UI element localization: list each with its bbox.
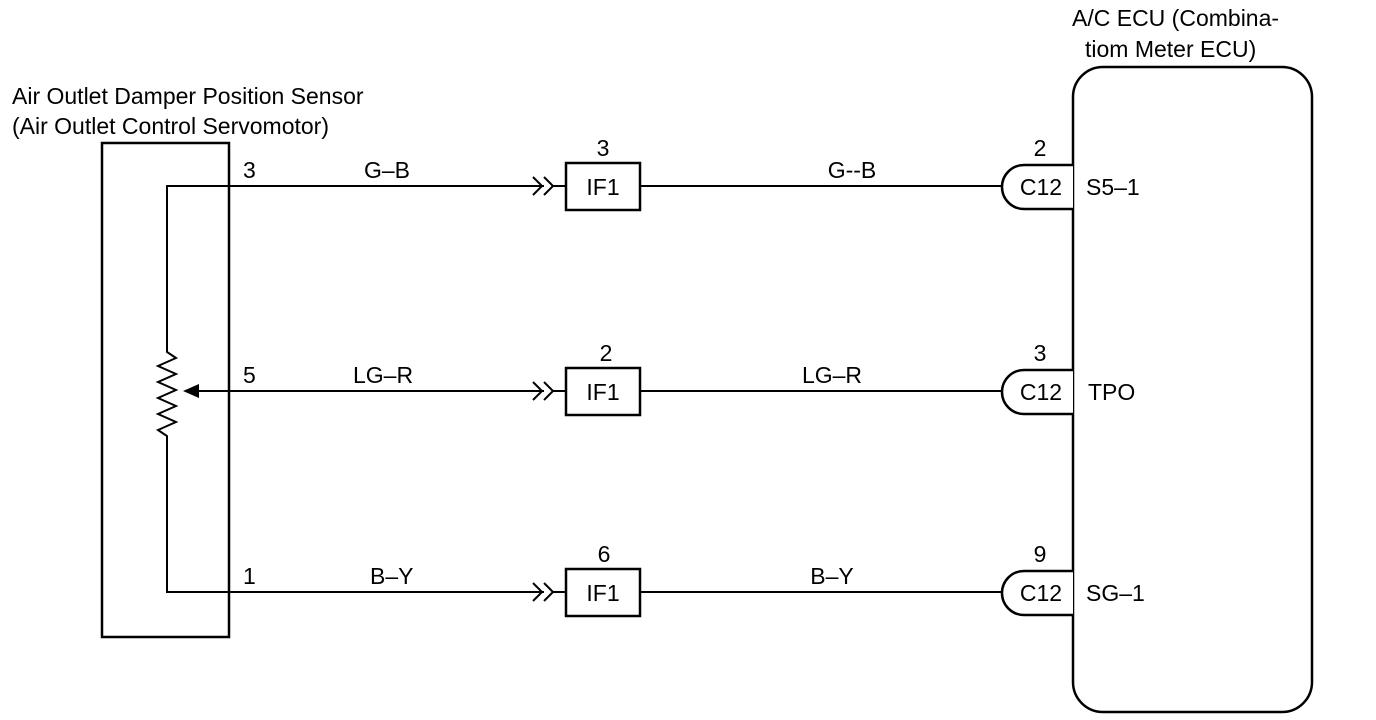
circuit-row-1: 3 G–B 3 IF1 G--B 2 C12 S5–1	[229, 135, 1140, 212]
ecu-title-line2: tiom Meter ECU)	[1085, 36, 1256, 62]
junction-label: IF1	[586, 580, 619, 606]
connector-chevron-icon	[543, 176, 555, 196]
wire-color-right: B–Y	[810, 563, 853, 589]
circuit-row-3: 1 B–Y 6 IF1 B–Y 9 C12 SG–1	[229, 541, 1145, 618]
junction-label: IF1	[586, 379, 619, 405]
sensor-title-line1: Air Outlet Damper Position Sensor	[12, 83, 364, 109]
ecu-connector-label: C12	[1020, 379, 1062, 405]
ecu-terminal-label: SG–1	[1086, 580, 1145, 606]
sensor-title-line2: (Air Outlet Control Servomotor)	[12, 113, 329, 139]
connector-chevron-icon	[543, 381, 555, 401]
connector-chevron-icon	[543, 582, 555, 602]
junction-pin-label: 2	[600, 340, 613, 366]
sensor-internal-wire-top	[166, 185, 229, 348]
ecu-connector-shape	[1000, 368, 1073, 416]
ecu-terminal-label: S5–1	[1086, 174, 1140, 200]
sensor-pin-label: 1	[243, 563, 256, 589]
wire-color-left: LG–R	[353, 362, 413, 388]
junction-connector-box	[564, 366, 642, 417]
sensor-pin-label: 5	[243, 362, 256, 388]
potentiometer-resistor	[155, 348, 179, 440]
ecu-pin-label: 3	[1034, 340, 1047, 366]
sensor-pin-label: 3	[243, 157, 256, 183]
ecu-connector-label: C12	[1020, 174, 1062, 200]
junction-pin-label: 3	[597, 135, 610, 161]
connector-chevron-icon	[532, 176, 544, 196]
ecu-connector-label: C12	[1020, 580, 1062, 606]
connector-chevron-icon	[532, 582, 544, 602]
wire-color-left: B–Y	[370, 563, 413, 589]
ecu-terminal-label: TPO	[1088, 379, 1135, 405]
wiper-arrow-icon	[183, 384, 199, 398]
wire-color-left: G–B	[364, 157, 410, 183]
junction-pin-label: 6	[598, 541, 611, 567]
ecu-connector-shape	[1000, 163, 1073, 211]
ecu-pin-label: 2	[1034, 135, 1047, 161]
junction-label: IF1	[586, 174, 619, 200]
wire-color-right: G--B	[828, 157, 877, 183]
junction-connector-box	[564, 161, 642, 212]
sensor-internal-wire-bottom	[166, 440, 229, 593]
connector-chevron-icon	[532, 381, 544, 401]
ecu-connector-shape	[1000, 569, 1073, 617]
wire-color-right: LG–R	[802, 362, 862, 388]
ecu-title-line1: A/C ECU (Combina-	[1072, 5, 1279, 31]
circuit-row-2: 5 LG–R 2 IF1 LG–R 3 C12 TPO	[229, 340, 1135, 417]
ecu-pin-label: 9	[1034, 541, 1047, 567]
